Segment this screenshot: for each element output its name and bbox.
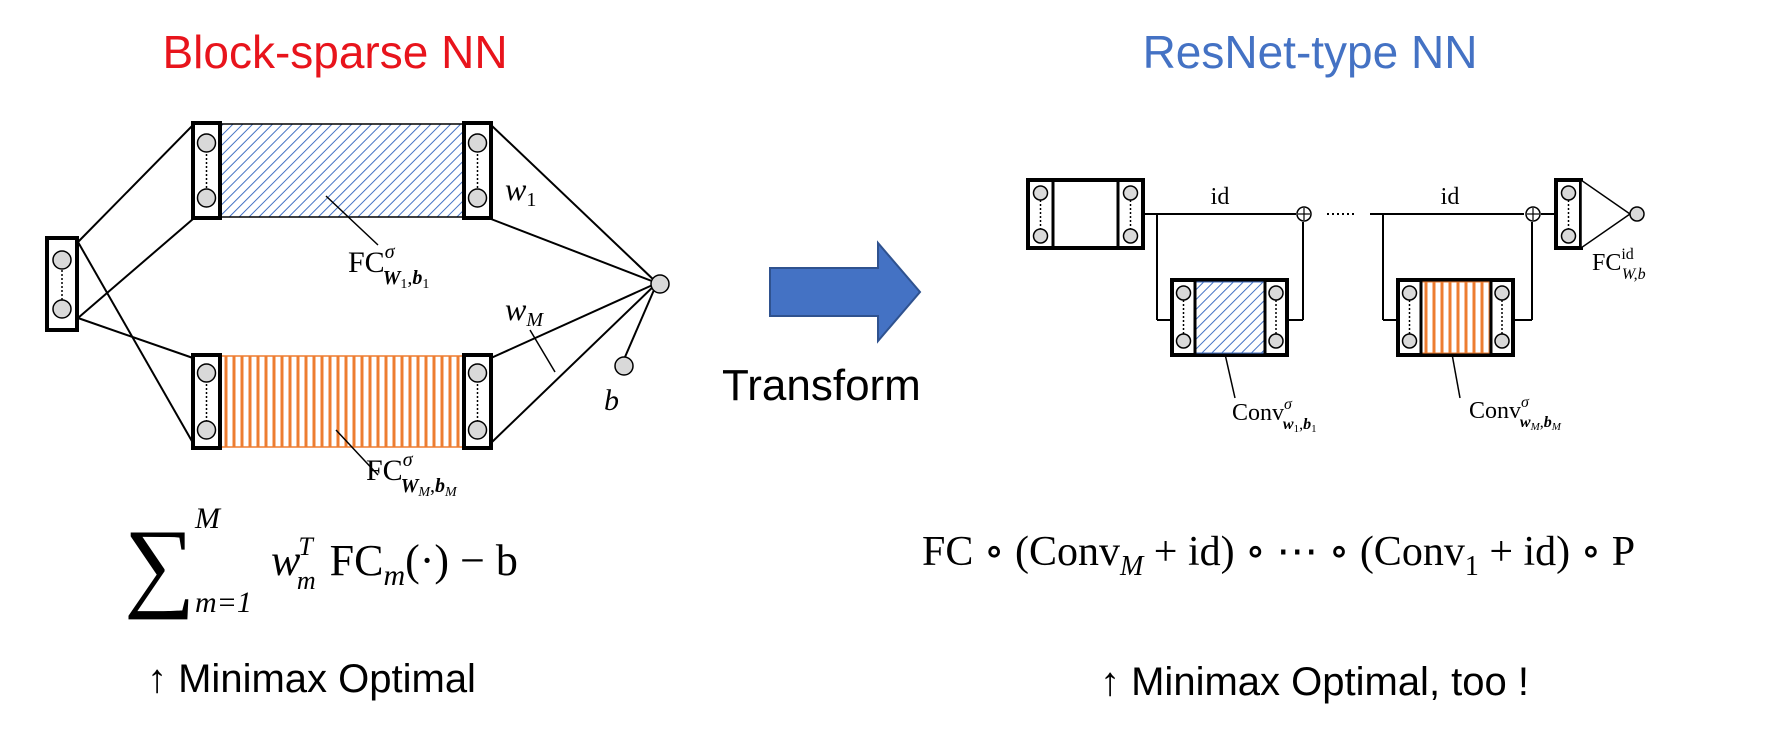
left-title: Block-sparse NN xyxy=(162,26,507,78)
transform-label: Transform xyxy=(722,361,921,410)
right-caption: ↑ Minimax Optimal, too ! xyxy=(1100,660,1529,704)
b-label: b xyxy=(604,384,619,417)
id-label-2: id xyxy=(1441,184,1460,210)
input-layer-box xyxy=(45,236,79,332)
sum-upper: M xyxy=(194,502,222,535)
transform-arrow-icon xyxy=(769,240,922,344)
bias-node xyxy=(614,356,634,376)
add-node-2 xyxy=(1525,206,1541,222)
resnet-input-box xyxy=(1026,178,1145,250)
sum-symbol: ∑ xyxy=(124,509,195,620)
conv-block-1 xyxy=(1170,278,1289,357)
conv-pointers xyxy=(1224,353,1461,399)
resnet-lines xyxy=(1143,213,1555,321)
fc-block-1 xyxy=(191,121,493,220)
wM-label: wM xyxy=(505,291,544,331)
w1-label: w1 xyxy=(505,171,536,211)
label-pointers xyxy=(325,195,556,476)
conv-block-M xyxy=(1396,278,1515,357)
right-title: ResNet-type NN xyxy=(1143,26,1478,78)
output-node xyxy=(650,274,670,294)
composition-formula: FC ∘ (ConvM + id) ∘ ⋯ ∘ (Conv1 + id) ∘ P xyxy=(922,529,1635,582)
sum-lower: m=1 xyxy=(195,586,252,619)
add-node-1 xyxy=(1296,206,1312,222)
resnet-output-fc xyxy=(1554,178,1645,250)
left-caption: ↑ Minimax Optimal xyxy=(147,657,476,701)
id-label-1: id xyxy=(1211,184,1230,210)
left-connections xyxy=(77,124,658,444)
fc-block-M xyxy=(191,353,493,450)
